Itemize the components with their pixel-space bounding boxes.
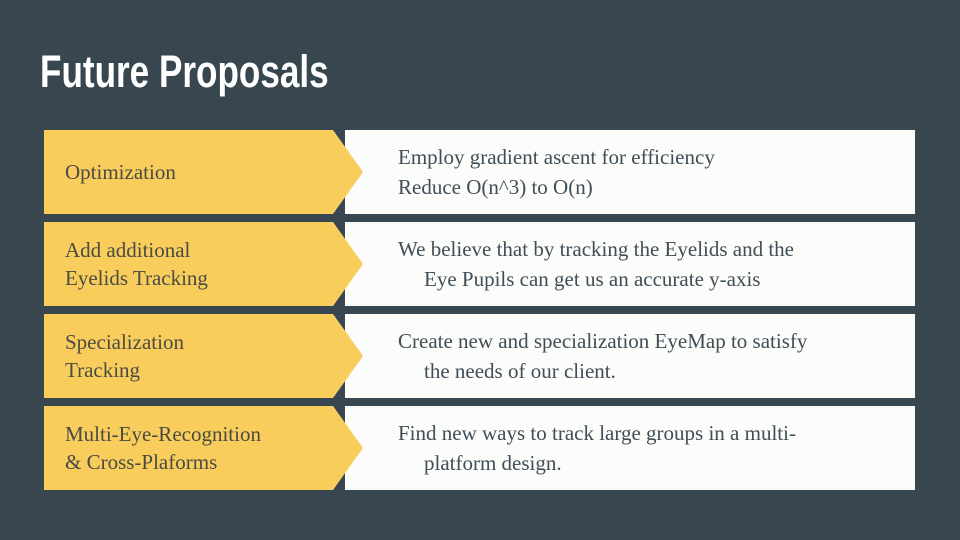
description-line-2: the needs of our client.: [424, 359, 616, 383]
row-label: Optimization: [65, 160, 176, 184]
arrow-label: Specialization Tracking: [44, 314, 363, 398]
arrow-label: Multi-Eye-Recognition & Cross-Plaforms: [44, 406, 363, 490]
description-line-2: Reduce O(n^3) to O(n): [398, 175, 593, 199]
description-card: We believe that by tracking the Eyelids …: [345, 222, 915, 306]
row-label: Multi-Eye-Recognition & Cross-Plaforms: [65, 422, 261, 474]
page-title: Future Proposals: [40, 46, 329, 97]
description-card: Create new and specialization EyeMap to …: [345, 314, 915, 398]
proposal-row-specialization-tracking: Create new and specialization EyeMap to …: [44, 314, 915, 398]
description-line-2: platform design.: [424, 451, 562, 475]
arrow-label: Add additional Eyelids Tracking: [44, 222, 363, 306]
proposal-row-eyelids-tracking: We believe that by tracking the Eyelids …: [44, 222, 915, 306]
description-line-1: Create new and specialization EyeMap to …: [398, 329, 808, 353]
description-line-1: Find new ways to track large groups in a…: [398, 421, 796, 445]
row-label: Add additional Eyelids Tracking: [65, 238, 208, 290]
proposal-rows: Employ gradient ascent for efficiency Re…: [44, 130, 915, 498]
arrow-label: Optimization: [44, 130, 363, 214]
description-line-1: We believe that by tracking the Eyelids …: [398, 237, 795, 261]
description-line-1: Employ gradient ascent for efficiency: [398, 145, 715, 169]
description-card: Employ gradient ascent for efficiency Re…: [345, 130, 915, 214]
proposal-row-optimization: Employ gradient ascent for efficiency Re…: [44, 130, 915, 214]
proposal-row-multi-eye-recognition: Find new ways to track large groups in a…: [44, 406, 915, 490]
description-line-2: Eye Pupils can get us an accurate y-axis: [424, 267, 761, 291]
description-card: Find new ways to track large groups in a…: [345, 406, 915, 490]
row-label: Specialization Tracking: [65, 330, 184, 382]
